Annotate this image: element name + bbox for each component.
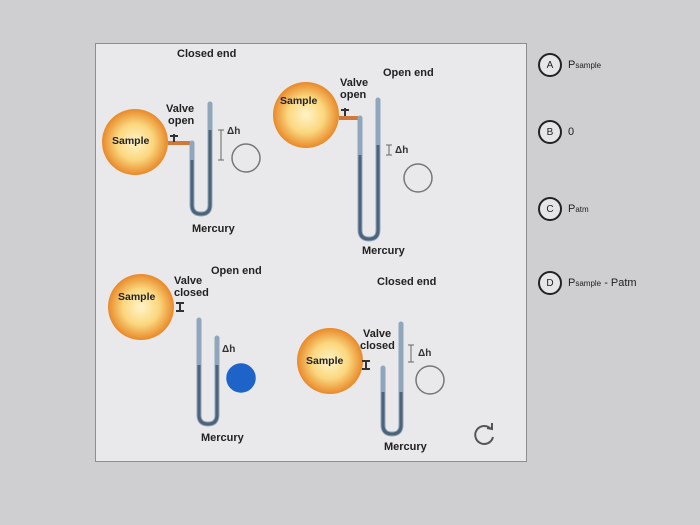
mercury-label: Mercury	[362, 245, 405, 257]
choice-c-radio[interactable]: C	[538, 197, 562, 221]
choice-d-radio[interactable]: D	[538, 271, 562, 295]
valve-label: Valve	[174, 275, 203, 287]
delta-h-marker	[386, 144, 392, 156]
u-tube	[196, 317, 220, 427]
delta-h-label: Δh	[395, 145, 409, 156]
diagram-open-end-valve-closed	[108, 274, 256, 427]
valve-state-label: closed	[174, 287, 209, 299]
choice-b-label: 0	[568, 126, 575, 138]
choice-b-radio[interactable]: B	[538, 120, 562, 144]
choice-a[interactable]: A Psample	[538, 53, 601, 77]
mercury-fill	[190, 130, 212, 216]
valve-icon	[170, 134, 178, 142]
diagram-closed-end-valve-closed	[297, 321, 445, 437]
delta-h-label: Δh	[418, 348, 432, 359]
mercury-fill	[197, 365, 219, 426]
end-label: Closed end	[377, 276, 437, 288]
delta-h-label: Δh	[222, 344, 236, 355]
valve-label: Valve	[363, 328, 392, 340]
sample-label: Sample	[112, 135, 150, 147]
choice-c[interactable]: C Patm	[538, 197, 589, 221]
reading-circle	[403, 163, 433, 193]
reading-circle	[231, 143, 261, 173]
diagram-closed-end-valve-open	[102, 101, 261, 217]
choice-d-label: Psample - Patm	[568, 277, 637, 289]
reading-circle	[226, 363, 256, 393]
choice-c-label: Patm	[568, 203, 589, 215]
sample-bulb	[297, 328, 363, 394]
mercury-fill	[358, 145, 380, 241]
end-label: Closed end	[177, 48, 237, 60]
sample-bulb	[108, 274, 174, 340]
sample-bulb	[102, 109, 168, 175]
delta-h-marker	[408, 344, 414, 363]
valve-state-label: open	[168, 115, 195, 127]
valve-icon	[362, 360, 370, 370]
mercury-label: Mercury	[384, 441, 427, 453]
delta-h-label: Δh	[227, 126, 241, 137]
valve-icon	[176, 302, 184, 312]
valve-icon	[341, 108, 349, 116]
sample-bulb	[273, 82, 339, 148]
choice-b[interactable]: B 0	[538, 120, 574, 144]
sample-label: Sample	[118, 291, 156, 303]
delta-h-marker	[218, 129, 224, 161]
end-label: Open end	[211, 265, 262, 277]
reading-circle	[415, 365, 445, 395]
end-label: Open end	[383, 67, 434, 79]
sample-label: Sample	[306, 355, 344, 367]
valve-state-label: open	[340, 89, 367, 101]
diagram-open-end-valve-open	[273, 82, 433, 242]
choice-d[interactable]: D Psample - Patm	[538, 271, 637, 295]
valve-state-label: closed	[360, 340, 395, 352]
choice-a-radio[interactable]: A	[538, 53, 562, 77]
mercury-label: Mercury	[201, 432, 244, 444]
mercury-label: Mercury	[192, 223, 235, 235]
sample-label: Sample	[280, 95, 318, 107]
reset-icon[interactable]	[470, 420, 498, 448]
valve-label: Valve	[340, 77, 369, 89]
choice-a-label: Psample	[568, 59, 602, 71]
u-tube	[189, 101, 213, 217]
valve-label: Valve	[166, 103, 195, 115]
u-tube	[357, 97, 381, 242]
mercury-fill	[381, 392, 403, 436]
